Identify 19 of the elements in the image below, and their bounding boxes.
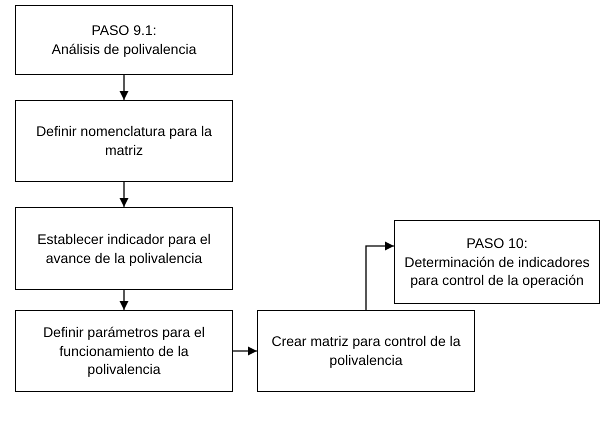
box-text: Definir parámetros para el funcionamiento de la polivalencia xyxy=(42,322,206,380)
box-text: PASO 10: xyxy=(466,234,528,253)
box-text: Definir nomenclatura para la matriz xyxy=(35,122,213,160)
box-text: Establecer indicador para el avance de la polivalencia xyxy=(36,230,212,268)
process-box xyxy=(257,310,475,392)
process-box xyxy=(15,5,233,75)
arrow xyxy=(119,290,129,310)
arrow xyxy=(119,75,129,100)
arrow xyxy=(119,182,129,207)
process-box xyxy=(15,310,233,392)
box-text: Análisis de polivalencia xyxy=(52,40,196,59)
arrow xyxy=(233,346,257,356)
box-text: Crear matriz para control de la polivalencia xyxy=(270,332,462,370)
process-box xyxy=(15,100,233,182)
process-box xyxy=(15,207,233,290)
box-text: Determinación de indicadores para control de la operación xyxy=(403,252,591,290)
box-text: PASO 9.1: xyxy=(91,21,157,40)
arrow xyxy=(365,241,394,310)
process-box xyxy=(394,220,600,304)
